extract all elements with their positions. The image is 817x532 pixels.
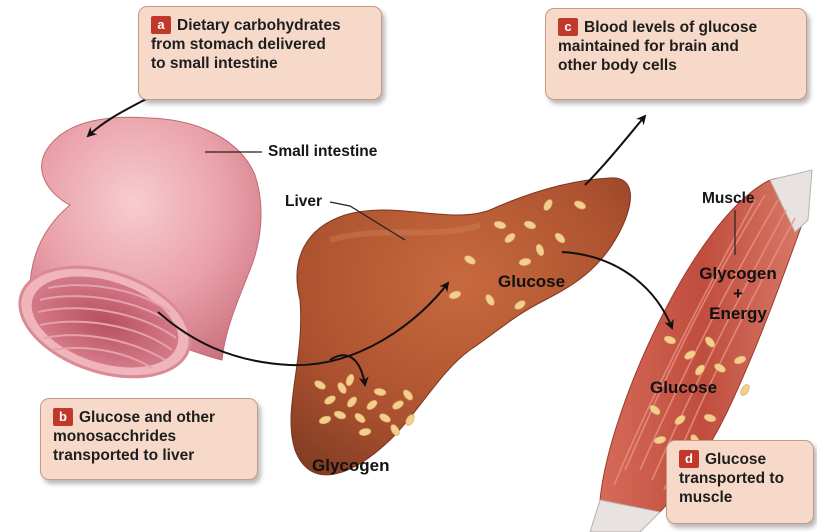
muscle-glycogen-text: Glycogen [699, 264, 776, 283]
callout-b-line-2: monosacchrides [53, 428, 176, 445]
callout-d-line-3: muscle [679, 489, 732, 506]
badge-c: c [558, 18, 578, 36]
muscle-energy-text: Energy [709, 304, 767, 323]
small-intestine-illustration [6, 117, 261, 397]
muscle-glycogen-energy-label: Glycogen + Energy [688, 264, 788, 324]
callout-c-line-1: Blood levels of glucose [584, 19, 757, 36]
callout-a-line-3: to small intestine [151, 55, 278, 72]
muscle-plus-text: + [733, 284, 743, 303]
callout-b-line-3: transported to liver [53, 447, 194, 464]
badge-a: a [151, 16, 171, 34]
liver-illustration [291, 178, 631, 475]
muscle-glucose-label: Glucose [650, 378, 717, 398]
callout-a-line-1: Dietary carbohydrates [177, 17, 341, 34]
callout-c-line-3: other body cells [558, 57, 677, 74]
arrow-liver-to-blood [585, 116, 645, 185]
muscle-label: Muscle [702, 190, 755, 208]
callout-b: b Glucose and other monosacchrides transp… [40, 398, 258, 480]
callout-a-line-2: from stomach delivered [151, 36, 326, 53]
badge-b: b [53, 408, 73, 426]
callout-d: d Glucose transported to muscle [666, 440, 814, 524]
callout-c: c Blood levels of glucose maintained for … [545, 8, 807, 100]
badge-d: d [679, 450, 699, 468]
liver-glucose-label: Glucose [498, 272, 565, 292]
liver-glycogen-label: Glycogen [312, 456, 389, 476]
callout-c-line-2: maintained for brain and [558, 38, 739, 55]
callout-d-line-2: transported to [679, 470, 784, 487]
liver-label: Liver [285, 193, 322, 211]
small-intestine-label: Small intestine [268, 143, 377, 161]
callout-a: a Dietary carbohydrates from stomach deli… [138, 6, 382, 100]
callout-b-line-1: Glucose and other [79, 409, 215, 426]
callout-d-line-1: Glucose [705, 451, 766, 468]
